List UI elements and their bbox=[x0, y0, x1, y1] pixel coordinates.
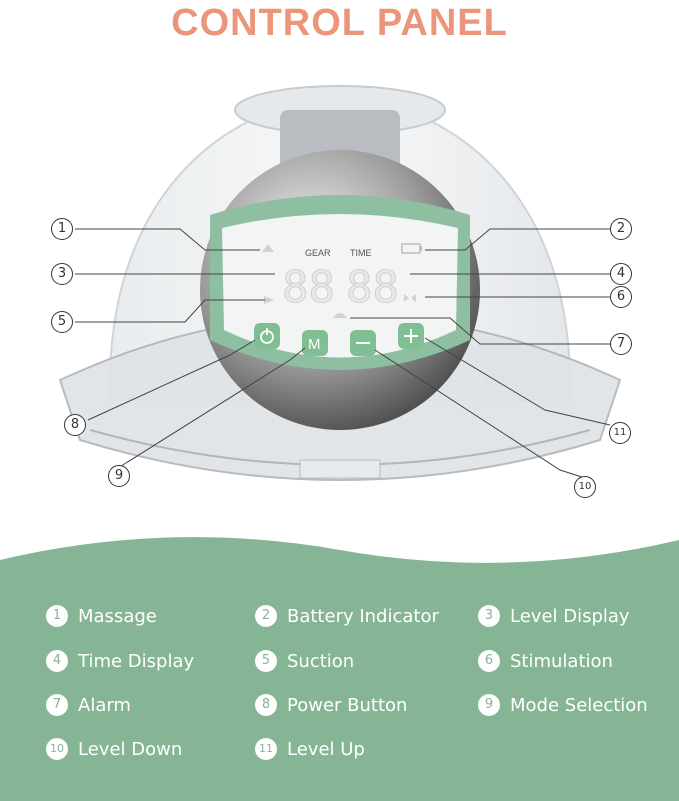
legend-label: Level Up bbox=[287, 738, 365, 760]
legend-label: Alarm bbox=[78, 694, 131, 716]
time-label: TIME bbox=[350, 248, 372, 258]
legend-number: 4 bbox=[46, 650, 68, 672]
legend-item-suction: 5 Suction bbox=[255, 650, 354, 672]
gear-label: GEAR bbox=[305, 248, 331, 258]
callout-6: 6 bbox=[610, 286, 632, 308]
legend-label: Power Button bbox=[287, 694, 408, 716]
legend-number: 2 bbox=[255, 605, 277, 627]
legend-number: 8 bbox=[255, 694, 277, 716]
legend-label: Level Display bbox=[510, 605, 630, 627]
legend-label: Battery Indicator bbox=[287, 605, 439, 627]
control-display bbox=[222, 214, 458, 358]
legend-item-time-display: 4 Time Display bbox=[46, 650, 194, 672]
legend-item-stimulation: 6 Stimulation bbox=[478, 650, 613, 672]
legend-item-power-button: 8 Power Button bbox=[255, 694, 407, 716]
legend-number: 7 bbox=[46, 694, 68, 716]
legend-label: Mode Selection bbox=[510, 694, 648, 716]
legend-number: 1 bbox=[46, 605, 68, 627]
legend-number: 6 bbox=[478, 650, 500, 672]
breast-pump-illustration: GEAR TIME 88 88 M bbox=[58, 85, 622, 481]
callout-5: 5 bbox=[51, 311, 73, 333]
legend-item-battery-indicator: 2 Battery Indicator bbox=[255, 605, 439, 627]
massage-icon bbox=[262, 244, 274, 252]
legend-number: 3 bbox=[478, 605, 500, 627]
callout-9: 9 bbox=[108, 465, 130, 487]
legend-item-level-up: 11 Level Up bbox=[255, 738, 365, 760]
legend-item-mode-selection: 9 Mode Selection bbox=[478, 694, 648, 716]
stimulation-icon bbox=[404, 294, 416, 302]
legend-item-level-down: 10 Level Down bbox=[46, 738, 182, 760]
legend-number: 5 bbox=[255, 650, 277, 672]
callout-4: 4 bbox=[610, 263, 632, 285]
alarm-icon bbox=[333, 313, 347, 318]
callout-1: 1 bbox=[51, 218, 73, 240]
legend-background bbox=[0, 537, 679, 801]
svg-text:M: M bbox=[308, 336, 321, 353]
callout-2: 2 bbox=[610, 218, 632, 240]
callout-leaders bbox=[75, 228, 611, 479]
callout-11: 11 bbox=[609, 422, 631, 444]
legend: 1 Massage 2 Battery Indicator 3 Level Displ… bbox=[0, 590, 679, 790]
callout-10: 10 bbox=[574, 476, 596, 498]
callout-8: 8 bbox=[64, 414, 86, 436]
level-down-button[interactable] bbox=[350, 330, 376, 356]
legend-number: 11 bbox=[255, 738, 277, 760]
page-title: CONTROL PANEL bbox=[171, 2, 508, 44]
suction-icon bbox=[264, 296, 274, 304]
legend-label: Time Display bbox=[78, 650, 195, 672]
level-display: 88 bbox=[282, 262, 335, 313]
legend-number: 10 bbox=[46, 738, 68, 760]
power-button[interactable] bbox=[254, 323, 280, 349]
legend-label: Level Down bbox=[78, 738, 183, 760]
callout-3: 3 bbox=[51, 263, 73, 285]
legend-item-massage: 1 Massage bbox=[46, 605, 157, 627]
legend-item-alarm: 7 Alarm bbox=[46, 694, 131, 716]
time-display: 88 bbox=[346, 262, 399, 313]
legend-label: Suction bbox=[287, 650, 355, 672]
mode-button[interactable]: M bbox=[302, 330, 328, 356]
legend-item-level-display: 3 Level Display bbox=[478, 605, 630, 627]
level-up-button[interactable] bbox=[398, 323, 424, 349]
legend-label: Stimulation bbox=[510, 650, 613, 672]
legend-number: 9 bbox=[478, 694, 500, 716]
battery-icon bbox=[401, 243, 422, 254]
callout-7: 7 bbox=[610, 333, 632, 355]
legend-label: Massage bbox=[78, 605, 157, 627]
